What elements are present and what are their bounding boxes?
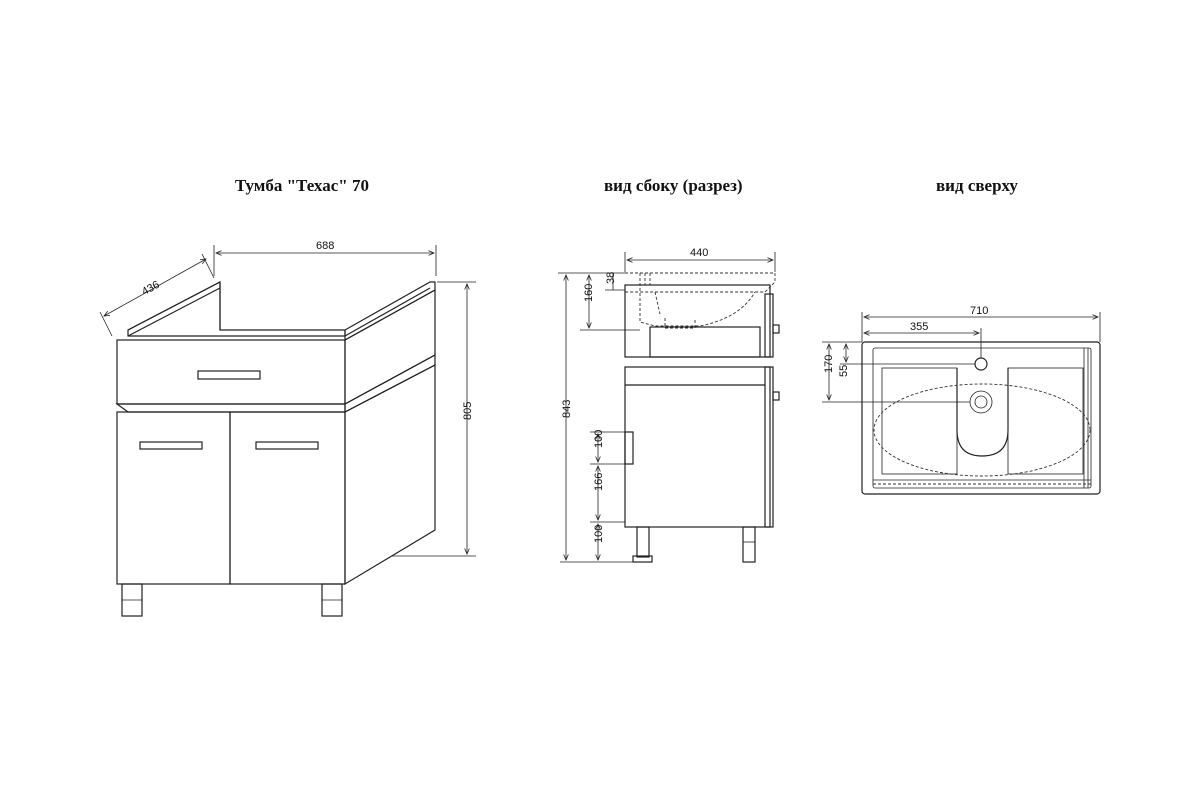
cabinet-iso-view: 688 436 805 <box>99 240 476 617</box>
dim-side-depth: 440 <box>690 247 708 259</box>
side-drawer <box>649 326 761 358</box>
dim-top-710: 710 <box>970 305 988 317</box>
left-door-handle <box>139 441 203 450</box>
dim-top-55: 55 <box>838 365 850 377</box>
left-door <box>116 411 231 585</box>
dim-top-355: 355 <box>910 321 928 333</box>
side-view-title: вид сбоку (разрез) <box>604 176 743 195</box>
dim-side-160: 160 <box>583 284 595 302</box>
dim-width: 688 <box>316 240 334 252</box>
dim-height: 805 <box>462 402 474 420</box>
drawer-handle <box>197 370 261 380</box>
top-view: 710 355 170 55 <box>822 305 1101 495</box>
dim-depth: 436 <box>140 279 162 298</box>
dim-top-170: 170 <box>823 355 835 373</box>
side-section-view: 440 38 160 843 100 166 100 <box>558 247 780 563</box>
dim-side-100-handle: 100 <box>593 430 605 448</box>
right-door-handle <box>255 441 319 450</box>
dim-side-166: 166 <box>593 473 605 491</box>
top-view-title: вид сверху <box>936 176 1018 195</box>
main-view-title: Тумба "Техас" 70 <box>235 176 369 195</box>
dim-side-38: 38 <box>605 272 617 284</box>
drawer-front <box>116 339 346 405</box>
dim-side-843: 843 <box>561 400 573 418</box>
right-door <box>229 411 346 585</box>
dim-side-100-leg: 100 <box>593 525 605 543</box>
